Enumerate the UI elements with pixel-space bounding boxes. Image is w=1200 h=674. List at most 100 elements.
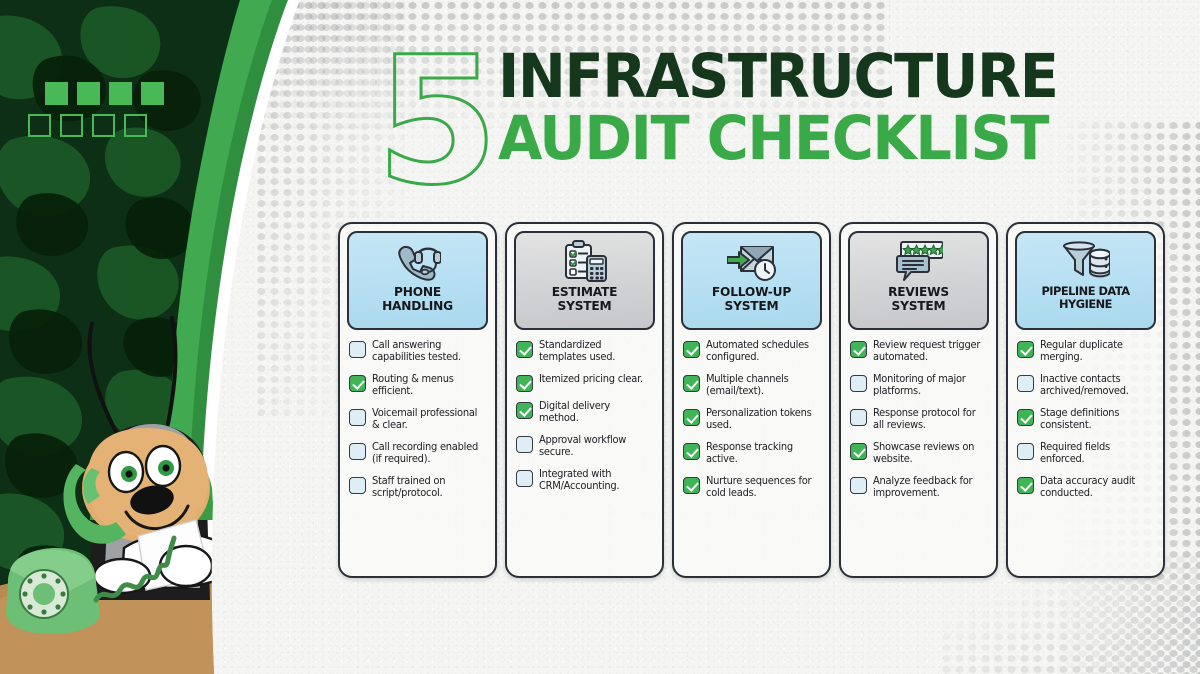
checkbox-unchecked-icon[interactable] bbox=[349, 476, 366, 494]
checkbox-unchecked-icon[interactable] bbox=[1017, 442, 1034, 460]
checkbox-checked-icon[interactable] bbox=[516, 341, 533, 358]
checklist-item[interactable]: Response tracking active. bbox=[683, 442, 822, 467]
checklist-item[interactable]: Personalization tokens used. bbox=[683, 408, 822, 433]
checklist-item-label: Multiple channels (email/text). bbox=[706, 373, 789, 398]
checklist-item-label: Integrated with CRM/Accounting. bbox=[539, 468, 620, 493]
headline-text: INFRASTRUCTURE AUDIT CHECKLIST bbox=[498, 41, 1093, 169]
checkbox-unchecked-icon[interactable] bbox=[349, 341, 366, 358]
funnel-database-icon bbox=[1062, 240, 1110, 282]
headline-number: 5 bbox=[374, 19, 499, 224]
checklist-item-label: Itemized pricing clear. bbox=[539, 373, 643, 385]
checklist-item[interactable]: Staff trained on script/protocol. bbox=[349, 476, 488, 501]
decorative-square-filled bbox=[109, 82, 132, 105]
checkbox-checked-icon[interactable] bbox=[683, 442, 700, 460]
illustration-panel bbox=[0, 0, 360, 674]
decorative-square-filled bbox=[45, 82, 68, 105]
checklist-item-label: Regular duplicate merging. bbox=[1040, 340, 1123, 364]
checklist-item-label: Voicemail professional & clear. bbox=[372, 407, 478, 432]
checklist-item-label: Digital delivery method. bbox=[539, 400, 610, 425]
card-title: REVIEWS SYSTEM bbox=[888, 285, 949, 314]
star-speech-bubble-icon bbox=[895, 240, 943, 282]
checkbox-checked-icon[interactable] bbox=[516, 401, 533, 419]
checklist-item[interactable]: Inactive contacts archived/removed. bbox=[1017, 374, 1156, 399]
checkbox-checked-icon[interactable] bbox=[850, 442, 867, 460]
checklist-item[interactable]: Required fields enforced. bbox=[1017, 442, 1156, 467]
checkbox-checked-icon[interactable] bbox=[1017, 476, 1034, 494]
decorative-square-filled bbox=[141, 82, 164, 105]
decorative-square-outline bbox=[124, 114, 147, 137]
checklist-item[interactable]: Regular duplicate merging. bbox=[1017, 340, 1156, 365]
checkbox-checked-icon[interactable] bbox=[683, 476, 700, 494]
checkbox-checked-icon[interactable] bbox=[349, 374, 366, 392]
card-title: PIPELINE DATA HYGIENE bbox=[1041, 284, 1130, 312]
checklist-item[interactable]: Automated schedules configured. bbox=[683, 340, 822, 365]
card-title: FOLLOW-UP SYSTEM bbox=[711, 285, 792, 314]
checklist: Automated schedules configured. Multiple … bbox=[681, 340, 822, 500]
checklist-item[interactable]: Standardized templates used. bbox=[516, 340, 655, 365]
checklist-item[interactable]: Analyze feedback for improvement. bbox=[850, 476, 989, 501]
checklist-item[interactable]: Nurture sequences for cold leads. bbox=[683, 476, 822, 501]
checklist-item-label: Stage definitions consistent. bbox=[1040, 407, 1120, 432]
checkbox-checked-icon[interactable] bbox=[516, 374, 533, 392]
checklist: Review request trigger automated. Monitor… bbox=[848, 340, 989, 500]
checkbox-unchecked-icon[interactable] bbox=[516, 469, 533, 487]
checkbox-checked-icon[interactable] bbox=[683, 408, 700, 426]
checkbox-unchecked-icon[interactable] bbox=[850, 476, 867, 494]
card-header: REVIEWS SYSTEM bbox=[848, 231, 989, 330]
checklist-item-label: Response tracking active. bbox=[706, 441, 793, 466]
checklist-item[interactable]: Digital delivery method. bbox=[516, 401, 655, 426]
clipboard-calculator-icon bbox=[562, 240, 608, 282]
title-block: 5 INFRASTRUCTURE AUDIT CHECKLIST bbox=[374, 32, 1176, 211]
checklist-card: REVIEWS SYSTEM Review request trigger aut… bbox=[839, 222, 998, 578]
checklist-card-row: PHONE HANDLING Call answering capabilitie… bbox=[338, 222, 1168, 578]
card-header: PIPELINE DATA HYGIENE bbox=[1015, 231, 1156, 330]
card-header: ESTIMATE SYSTEM bbox=[514, 231, 655, 330]
checklist-item[interactable]: Review request trigger automated. bbox=[850, 340, 989, 365]
checkbox-checked-icon[interactable] bbox=[1017, 408, 1034, 426]
checkbox-unchecked-icon[interactable] bbox=[850, 408, 867, 426]
card-header: FOLLOW-UP SYSTEM bbox=[681, 231, 822, 330]
envelope-clock-icon bbox=[726, 240, 777, 282]
checklist-item-label: Call recording enabled (if required). bbox=[372, 441, 479, 466]
checklist-item[interactable]: Itemized pricing clear. bbox=[516, 374, 655, 392]
checklist-item-label: Routing & menus efficient. bbox=[372, 373, 454, 398]
headline-line-1: INFRASTRUCTURE bbox=[498, 41, 1059, 112]
phone-headset-icon bbox=[395, 240, 441, 282]
checklist-item[interactable]: Monitoring of major platforms. bbox=[850, 374, 989, 399]
checklist-item-label: Nurture sequences for cold leads. bbox=[706, 475, 812, 499]
checklist-item[interactable]: Approval workflow secure. bbox=[516, 435, 655, 460]
checklist-item[interactable]: Showcase reviews on website. bbox=[850, 442, 989, 467]
checklist-item-label: Staff trained on script/protocol. bbox=[372, 475, 446, 499]
checklist-card: PHONE HANDLING Call answering capabilitie… bbox=[338, 222, 497, 578]
checklist-item[interactable]: Routing & menus efficient. bbox=[349, 374, 488, 399]
decorative-square-outline bbox=[28, 114, 51, 137]
checklist-item-label: Review request trigger automated. bbox=[873, 340, 981, 364]
checkbox-checked-icon[interactable] bbox=[683, 374, 700, 392]
checkbox-unchecked-icon[interactable] bbox=[349, 408, 366, 426]
checkbox-unchecked-icon[interactable] bbox=[516, 435, 533, 453]
checklist-item[interactable]: Call recording enabled (if required). bbox=[349, 442, 488, 467]
decorative-square-outline bbox=[60, 114, 83, 137]
checklist-item[interactable]: Multiple channels (email/text). bbox=[683, 374, 822, 399]
checklist-item-label: Inactive contacts archived/removed. bbox=[1040, 373, 1129, 398]
checkbox-checked-icon[interactable] bbox=[850, 341, 867, 358]
checklist-item-label: Analyze feedback for improvement. bbox=[873, 475, 973, 499]
card-title: ESTIMATE SYSTEM bbox=[551, 285, 618, 314]
checklist-item-label: Approval workflow secure. bbox=[539, 434, 627, 459]
checklist-item-label: Monitoring of major platforms. bbox=[873, 373, 966, 398]
checkbox-checked-icon[interactable] bbox=[683, 341, 700, 358]
checklist-item[interactable]: Integrated with CRM/Accounting. bbox=[516, 469, 655, 494]
checklist: Standardized templates used. Itemized pri… bbox=[514, 340, 655, 494]
checklist-item[interactable]: Response protocol for all reviews. bbox=[850, 408, 989, 433]
checklist-item[interactable]: Call answering capabilities tested. bbox=[349, 340, 488, 365]
card-header: PHONE HANDLING bbox=[347, 231, 488, 330]
checklist-item-label: Required fields enforced. bbox=[1040, 441, 1110, 466]
checkbox-checked-icon[interactable] bbox=[1017, 341, 1034, 358]
checklist-item-label: Data accuracy audit conducted. bbox=[1040, 475, 1136, 499]
checklist-item[interactable]: Voicemail professional & clear. bbox=[349, 408, 488, 433]
checkbox-unchecked-icon[interactable] bbox=[349, 442, 366, 460]
checkbox-unchecked-icon[interactable] bbox=[1017, 374, 1034, 392]
checkbox-unchecked-icon[interactable] bbox=[850, 374, 867, 392]
checklist-item[interactable]: Stage definitions consistent. bbox=[1017, 408, 1156, 433]
checklist-item[interactable]: Data accuracy audit conducted. bbox=[1017, 476, 1156, 501]
